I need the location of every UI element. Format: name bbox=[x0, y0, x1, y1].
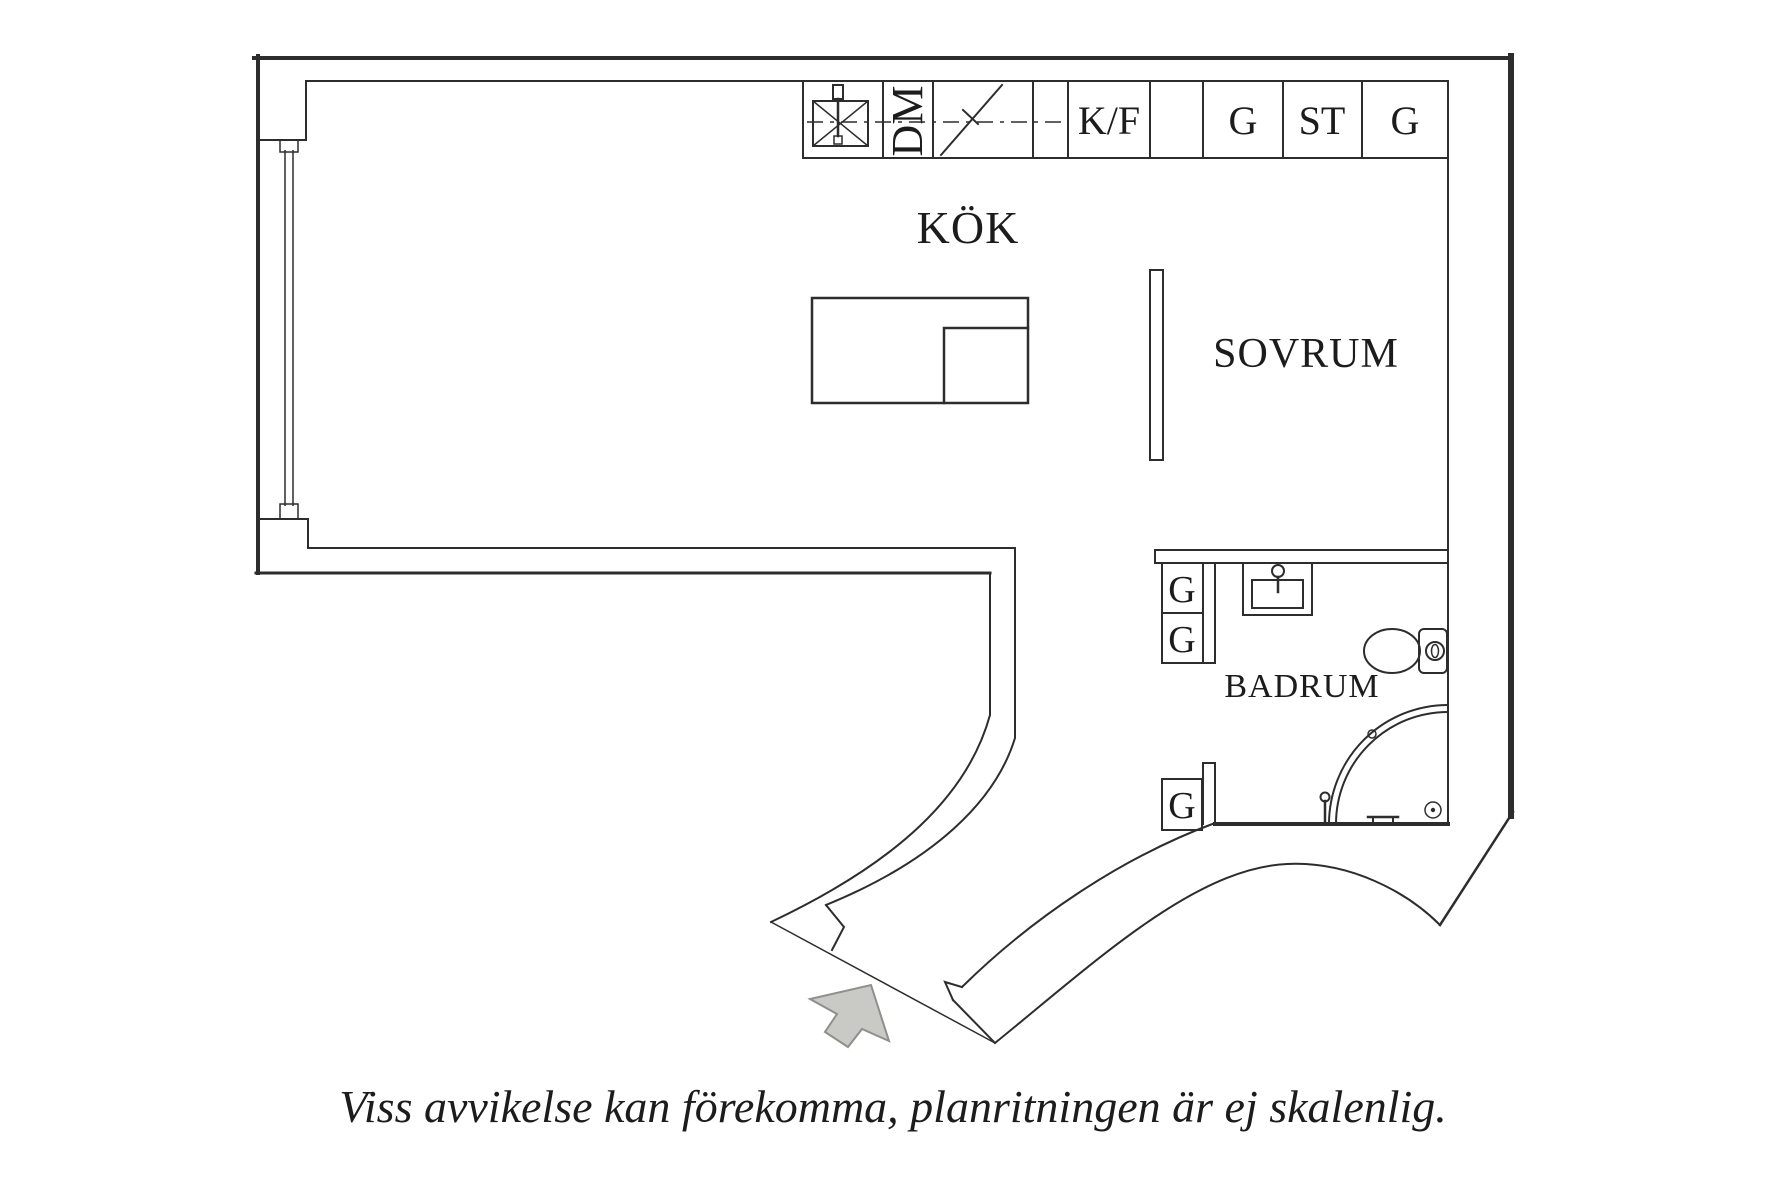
shower-icon bbox=[1319, 703, 1450, 826]
inner-walls bbox=[257, 80, 1449, 825]
wardrobe-left-label: G bbox=[1229, 98, 1258, 143]
kitchen-sink-icon bbox=[812, 84, 869, 147]
bathroom-label: BADRUM bbox=[1224, 668, 1379, 705]
kitchen-label: KÖK bbox=[917, 202, 1020, 253]
closet-middle-label: G bbox=[1168, 619, 1195, 661]
closet-upper-label: G bbox=[1168, 569, 1195, 611]
stove-icon bbox=[939, 83, 1004, 157]
wardrobe-right-label: G bbox=[1391, 98, 1420, 143]
caption-text: Viss avvikelse kan förekomma, planritnin… bbox=[339, 1081, 1447, 1132]
fridge-freezer-label: K/F bbox=[1078, 98, 1140, 143]
window-icon bbox=[279, 139, 299, 520]
closet-lower-label: G bbox=[1168, 785, 1195, 827]
washbasin-icon bbox=[1242, 562, 1313, 616]
outer-walls bbox=[252, 53, 1515, 927]
kitchen-island bbox=[810, 296, 1030, 405]
toilet-icon bbox=[1363, 628, 1448, 674]
kitchen-counter-row: DM K/F G ST G bbox=[802, 80, 1449, 159]
bedroom-partition-wall bbox=[1149, 269, 1164, 461]
bedroom-label: SOVRUM bbox=[1213, 331, 1399, 377]
storage-label: ST bbox=[1299, 98, 1346, 143]
hall-closets: G G G bbox=[1161, 562, 1204, 831]
floor-drain-icon bbox=[1424, 801, 1442, 819]
entry-corridor-walls bbox=[769, 547, 1442, 1045]
entrance-arrow-icon bbox=[807, 983, 891, 1049]
dishwasher-label: DM bbox=[883, 86, 932, 157]
entrance-door-opening bbox=[770, 921, 996, 1044]
